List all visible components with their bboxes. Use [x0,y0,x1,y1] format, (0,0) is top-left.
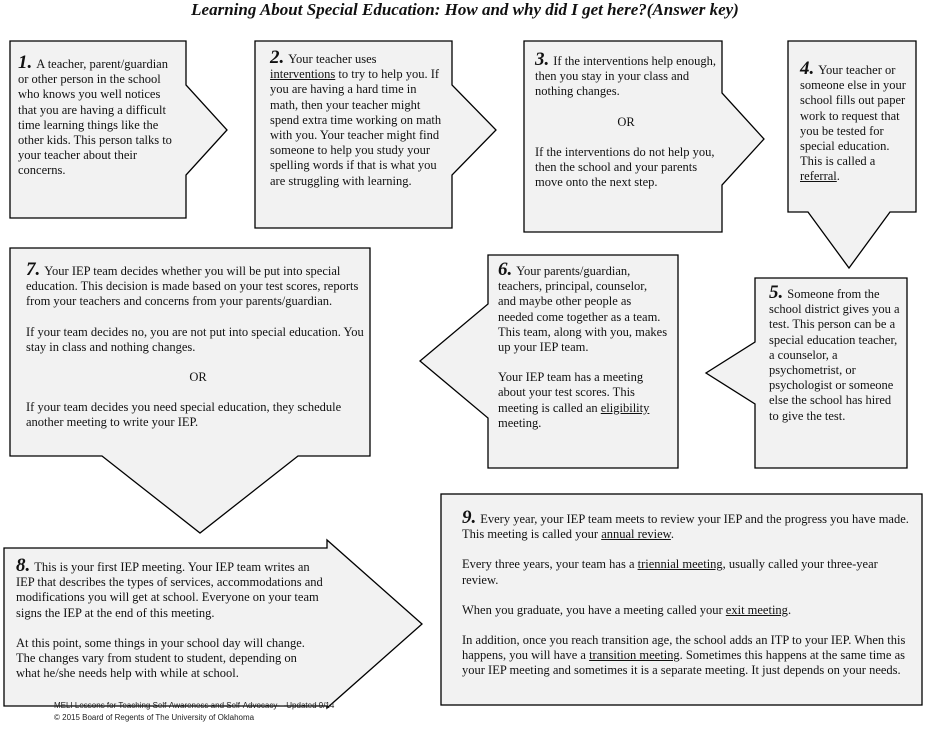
step-9-shape [440,493,923,706]
step-1-number: 1. [18,52,33,73]
referral-term: referral [800,169,837,184]
step-7-number: 7. [26,259,41,280]
step-8-first-meeting: This is your first IEP meeting. Your IEP… [16,560,323,620]
step-1-body: A teacher, parent/guardian or other pers… [18,57,172,178]
step-9-exit: When you graduate, you have a meeting ca… [462,602,723,617]
step-7-or: OR [189,370,207,385]
step-9-transition-end: . Sometimes this happens at the same tim… [462,648,905,678]
step-5-text: 5.Someone from the school district gives… [769,282,901,424]
footer-copyright: © 2015 Board of Regents of The Universit… [54,713,255,722]
step-1-shape [9,40,228,219]
triennial-meeting-term: triennial meeting [637,557,723,572]
step-9-annual-end: . [670,527,674,542]
step-6-number: 6. [498,259,513,280]
step-9-text: 9.Every year, your IEP team meets to rev… [462,507,912,679]
transition-meeting-term: transition meeting [589,648,680,663]
interventions-term: interventions [270,67,336,82]
step-5-body: Someone from the school district gives y… [769,287,900,423]
step-2-body-post: to try to help you. If you are having a … [270,67,442,188]
step-6-text: 6.Your parents/guardian, teachers, princ… [498,259,668,431]
step-6-shape [418,254,679,469]
step-3-text: 3.If the interventions help enough, then… [535,49,717,190]
page-title: Learning About Special Education: How an… [191,0,739,19]
step-4-body: Your teacher or someone else in your sch… [800,63,906,169]
step-8-shape [3,538,423,710]
step-6-meeting-end: meeting. [498,415,542,430]
step-7-option-yes: If your team decides you need special ed… [26,400,342,430]
footer-series: MELI Lessons for Teaching Self-Awareness… [54,701,335,710]
eligibility-term: eligibility [600,400,650,415]
step-4-text: 4.Your teacher or someone else in your s… [800,58,912,185]
step-5-number: 5. [769,282,784,303]
step-8-text: 8.This is your first IEP meeting. Your I… [16,555,324,681]
step-6-meeting: Your IEP team has a meeting about your t… [498,370,644,415]
step-9-annual: Every year, your IEP team meets to revie… [462,512,909,542]
step-6-team: Your parents/guardian, teachers, princip… [498,264,668,355]
step-9-triennial: Every three years, your team has a [462,557,635,572]
step-7-shape [9,247,371,534]
step-8-changes: At this point, some things in your schoo… [16,635,305,681]
step-8-number: 8. [16,555,31,576]
step-3-number: 3. [535,49,550,70]
step-7-decision: Your IEP team decides whether you will b… [26,264,359,309]
step-9-number: 9. [462,507,477,528]
annual-review-term: annual review [601,527,671,542]
step-2-text: 2.Your teacher uses interventions to try… [270,47,442,189]
step-4-number: 4. [800,58,815,79]
step-9-triennial-end: , usually called your three-year review. [462,557,878,587]
step-4-shape [787,40,917,270]
step-3-or: OR [617,114,635,129]
step-2-number: 2. [270,47,285,68]
step-1-text: 1.A teacher, parent/guardian or other pe… [18,52,178,179]
step-7-option-no: If your team decides no, you are not put… [26,324,364,354]
step-5-shape [704,277,908,469]
step-9-exit-end: . [787,602,792,617]
step-2-body-pre: Your teacher uses [288,52,377,66]
step-4-period: . [836,169,840,184]
exit-meeting-term: exit meeting [725,602,788,617]
step-3-option-2: If the interventions do not help you, th… [535,144,715,190]
step-7-text: 7.Your IEP team decides whether you will… [26,259,370,431]
step-2-shape [254,40,497,229]
step-9-transition: In addition, once you reach transition a… [462,633,906,663]
step-3-shape [523,40,765,233]
step-3-option-1: If the interventions help enough, then y… [535,54,717,99]
